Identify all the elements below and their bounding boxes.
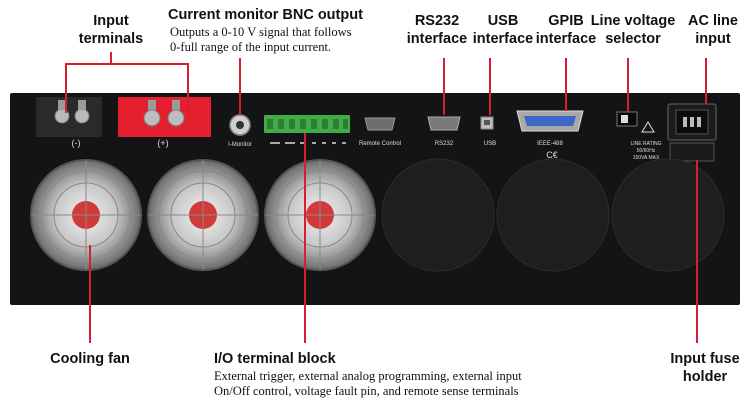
rs232-port[interactable] — [427, 116, 461, 131]
cooling-fan-2 — [147, 159, 259, 271]
rs232-marking: RS232 — [435, 141, 454, 147]
ce-mark: C€ — [546, 150, 558, 160]
vent-plate-2 — [496, 158, 610, 272]
usb-marking: USB — [484, 141, 496, 147]
vent-plate-1 — [381, 158, 495, 272]
usb-port[interactable] — [480, 116, 494, 130]
i-monitor-marking: I-Monitor — [228, 142, 252, 148]
plus-marking: (+) — [157, 138, 168, 148]
callout-lines — [65, 52, 707, 343]
fuse-holder[interactable] — [669, 142, 715, 162]
ac-line-label: AC line input — [688, 13, 738, 47]
ac-inlet[interactable] — [667, 103, 717, 141]
input-terminal-positive[interactable] — [118, 97, 211, 137]
cooling-fan-label: Cooling fan — [50, 351, 130, 367]
cooling-fan-1 — [30, 159, 142, 271]
warning-icon — [641, 121, 655, 133]
io-block-title: I/O terminal block — [214, 351, 336, 367]
rating-2-marking: 150VA MAX — [633, 155, 660, 161]
gpib-port[interactable] — [516, 110, 584, 132]
remote-control-port[interactable] — [364, 117, 396, 131]
ieee488-marking: IEEE-488 — [537, 141, 563, 147]
current-monitor-title: Current monitor BNC output — [168, 7, 363, 23]
input-fuse-label: Input fuse holder — [670, 351, 740, 385]
vent-plate-3 — [611, 158, 725, 272]
io-block-desc: External trigger, external analog progra… — [214, 369, 522, 398]
input-terminals-label: Input terminals — [78, 13, 144, 47]
remote-control-marking: Remote Control — [359, 141, 401, 147]
rating-1-marking: 50/60Hz — [637, 148, 656, 154]
input-terminal-negative[interactable] — [36, 97, 102, 137]
gpib-label: GPIB interface — [535, 13, 597, 47]
usb-label: USB interface — [472, 13, 534, 47]
line-rating-marking: LINE RATING — [630, 141, 661, 147]
bnc-connector[interactable] — [229, 114, 251, 136]
rs232-label: RS232 interface — [406, 13, 468, 47]
current-monitor-desc: Outputs a 0-10 V signal that follows 0-f… — [170, 25, 352, 54]
minus-marking: (-) — [72, 138, 81, 148]
io-terminal-block[interactable] — [264, 115, 350, 144]
cooling-fan-3 — [264, 159, 376, 271]
line-voltage-label: Line voltage selector — [590, 13, 676, 47]
line-voltage-switch[interactable] — [616, 111, 638, 127]
